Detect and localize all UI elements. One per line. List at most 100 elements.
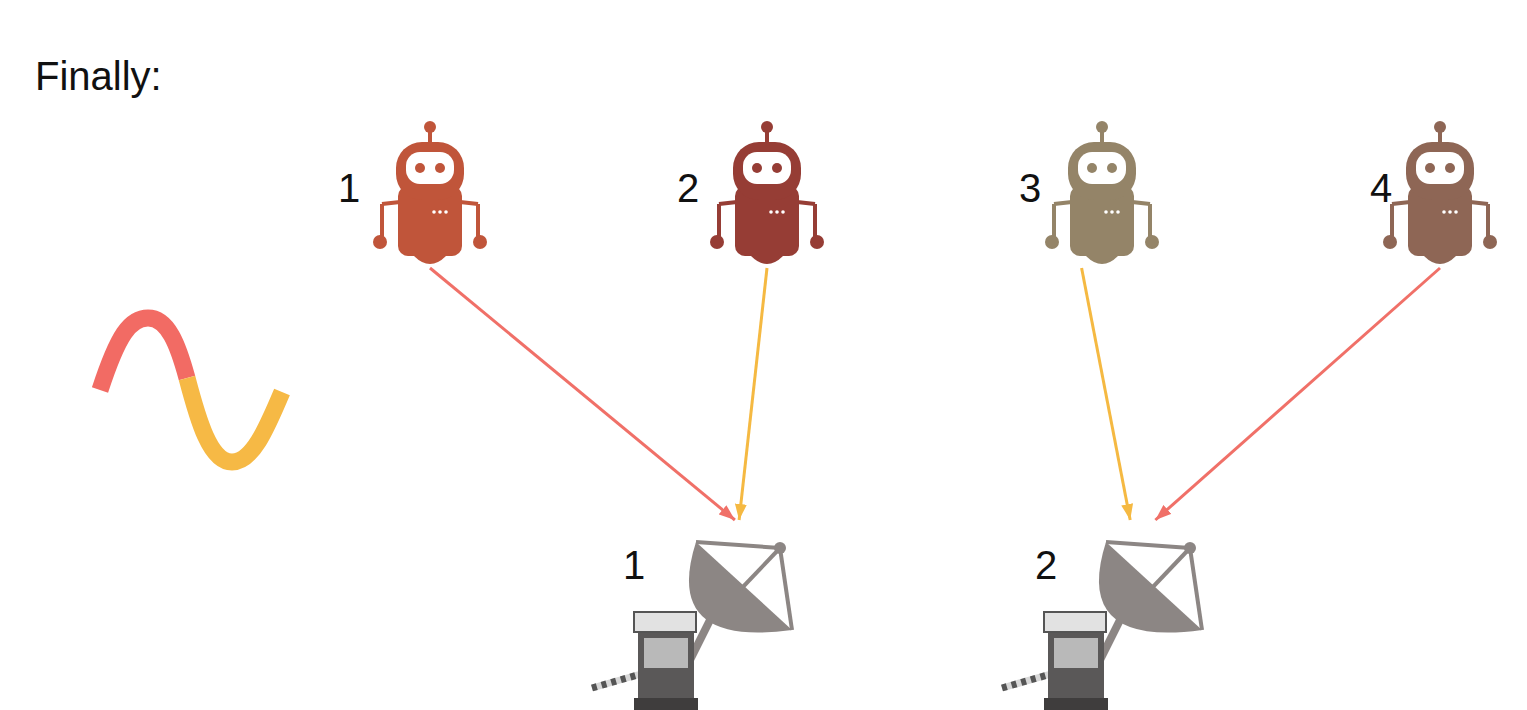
booth-base [1044,698,1108,710]
dish-feed [696,542,780,548]
robot-arm [1486,204,1490,238]
robot-eye [435,163,445,173]
robot-foot [1424,256,1456,264]
dish-outline [590,520,800,710]
robot-dot [775,210,779,214]
robot-head [733,142,801,200]
robot-arm [1052,204,1056,238]
robot-dot [769,210,773,214]
robot-eye [1087,163,1097,173]
robot-hand [373,235,387,249]
dish-outline [1000,520,1210,710]
robot-face [406,152,454,184]
dish-station-node: 2 [1000,520,1210,710]
robot-antenna-tip [1096,121,1108,133]
robot-arm [1132,202,1150,204]
robot-eye [752,163,762,173]
robot-antenna-tip [424,121,436,133]
robot-outline [707,120,827,268]
booth-window [644,638,688,668]
robot-hand [710,235,724,249]
booth-sign [634,612,696,632]
callout-number: 2 [1035,545,1057,585]
title-text: Finally: [35,56,162,96]
dish-feed-tip [774,542,786,554]
booth-window [1054,638,1098,668]
robot-arm [382,202,400,204]
dish-feed [1106,542,1190,548]
robot-arm [380,204,384,238]
wave-yellow-half [187,378,282,462]
robot-node: 4 [1380,120,1500,268]
robot-arm [719,202,737,204]
robot-dot [438,210,442,214]
robot-eye [1107,163,1117,173]
callout-number: 1 [338,168,360,208]
robot-foot [414,256,446,264]
robot-hand [473,235,487,249]
robot-dot [444,210,448,214]
robot-face [743,152,791,184]
dish-bowl [689,542,792,633]
robot-foot [751,256,783,264]
signal-arrow [1082,268,1131,520]
robot-dot [1110,210,1114,214]
robot-arm [1148,204,1152,238]
signal-arrow [1155,268,1440,520]
robot-arm [1390,204,1394,238]
dish-feed [740,548,780,590]
robot-arm [1054,202,1072,204]
callout-number: 4 [1370,168,1392,208]
robot-hand [1045,235,1059,249]
robot-head [1406,142,1474,200]
robot-arm [476,204,480,238]
dish-feed-tip [1184,542,1196,554]
robot-hand [1145,235,1159,249]
robot-foot [1086,256,1118,264]
robot-eye [1425,163,1435,173]
signal-arrow [739,268,767,520]
robot-hand [810,235,824,249]
wave-red-half [100,318,187,390]
robot-arm [1470,202,1488,204]
robot-dot [1116,210,1120,214]
robot-head [1068,142,1136,200]
robot-arm [1392,202,1410,204]
dish-feed [780,548,792,630]
robot-outline [1380,120,1500,268]
dish-bowl [1099,542,1202,633]
robot-eye [415,163,425,173]
robot-eye [772,163,782,173]
robot-face [1078,152,1126,184]
robot-dot [781,210,785,214]
robot-arm [717,204,721,238]
robot-hand [1383,235,1397,249]
robot-arm [797,202,815,204]
booth-base [634,698,698,710]
robot-hand [1483,235,1497,249]
robot-outline [1042,120,1162,268]
robot-node: 2 [707,120,827,268]
callout-number: 1 [623,545,645,585]
robot-outline [370,120,490,268]
robot-head [396,142,464,200]
robot-node: 3 [1042,120,1162,268]
robot-arm [813,204,817,238]
callout-number: 2 [677,168,699,208]
callout-number: 3 [1019,168,1041,208]
robot-face [1416,152,1464,184]
robot-arm [460,202,478,204]
robot-node: 1 [370,120,490,268]
signal-arrow [430,268,735,520]
dish-station-node: 1 [590,520,800,710]
robot-antenna-tip [1434,121,1446,133]
robot-eye [1445,163,1455,173]
dish-feed [1190,548,1202,630]
robot-dot [1104,210,1108,214]
robot-dot [1442,210,1446,214]
booth-sign [1044,612,1106,632]
dish-feed [1150,548,1190,590]
robot-dot [432,210,436,214]
